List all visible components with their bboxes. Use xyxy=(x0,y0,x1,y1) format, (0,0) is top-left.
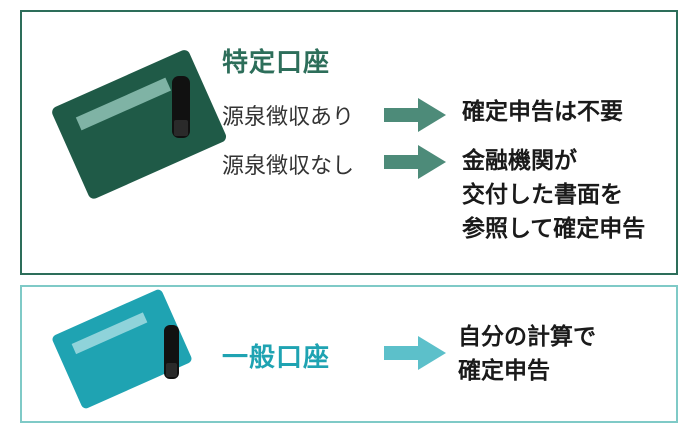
result-line: 確定申告 xyxy=(458,358,550,384)
arrow-icon xyxy=(384,336,446,370)
ippan-account-panel: 一般口座 自分の計算で 確定申告 xyxy=(20,285,678,423)
tokutei-title: 特定口座 xyxy=(222,48,331,78)
tokutei-account-panel: 特定口座 源泉徴収あり 確定申告は不要 源泉徴収なし 金融機関が 交付した書面を… xyxy=(20,10,678,275)
passbook-icon xyxy=(52,289,192,409)
result-line: 交付した書面を xyxy=(462,182,623,208)
passbook-icon xyxy=(52,50,227,199)
seal-stamp-icon xyxy=(164,325,179,379)
ippan-illustration xyxy=(52,289,446,409)
seal-stamp-icon xyxy=(172,76,190,138)
condition-withholding: 源泉徴収あり xyxy=(222,105,355,130)
result-line: 自分の計算で xyxy=(458,324,596,350)
tokutei-illustration xyxy=(52,50,446,199)
result-line: 金融機関が xyxy=(462,148,577,174)
ippan-title: 一般口座 xyxy=(222,343,331,373)
arrow-icon xyxy=(384,145,446,179)
result-line: 参照して確定申告 xyxy=(462,216,646,242)
arrow-icon xyxy=(384,98,446,132)
result-no-filing: 確定申告は不要 xyxy=(462,99,623,125)
condition-no-withholding: 源泉徴収なし xyxy=(222,154,355,179)
